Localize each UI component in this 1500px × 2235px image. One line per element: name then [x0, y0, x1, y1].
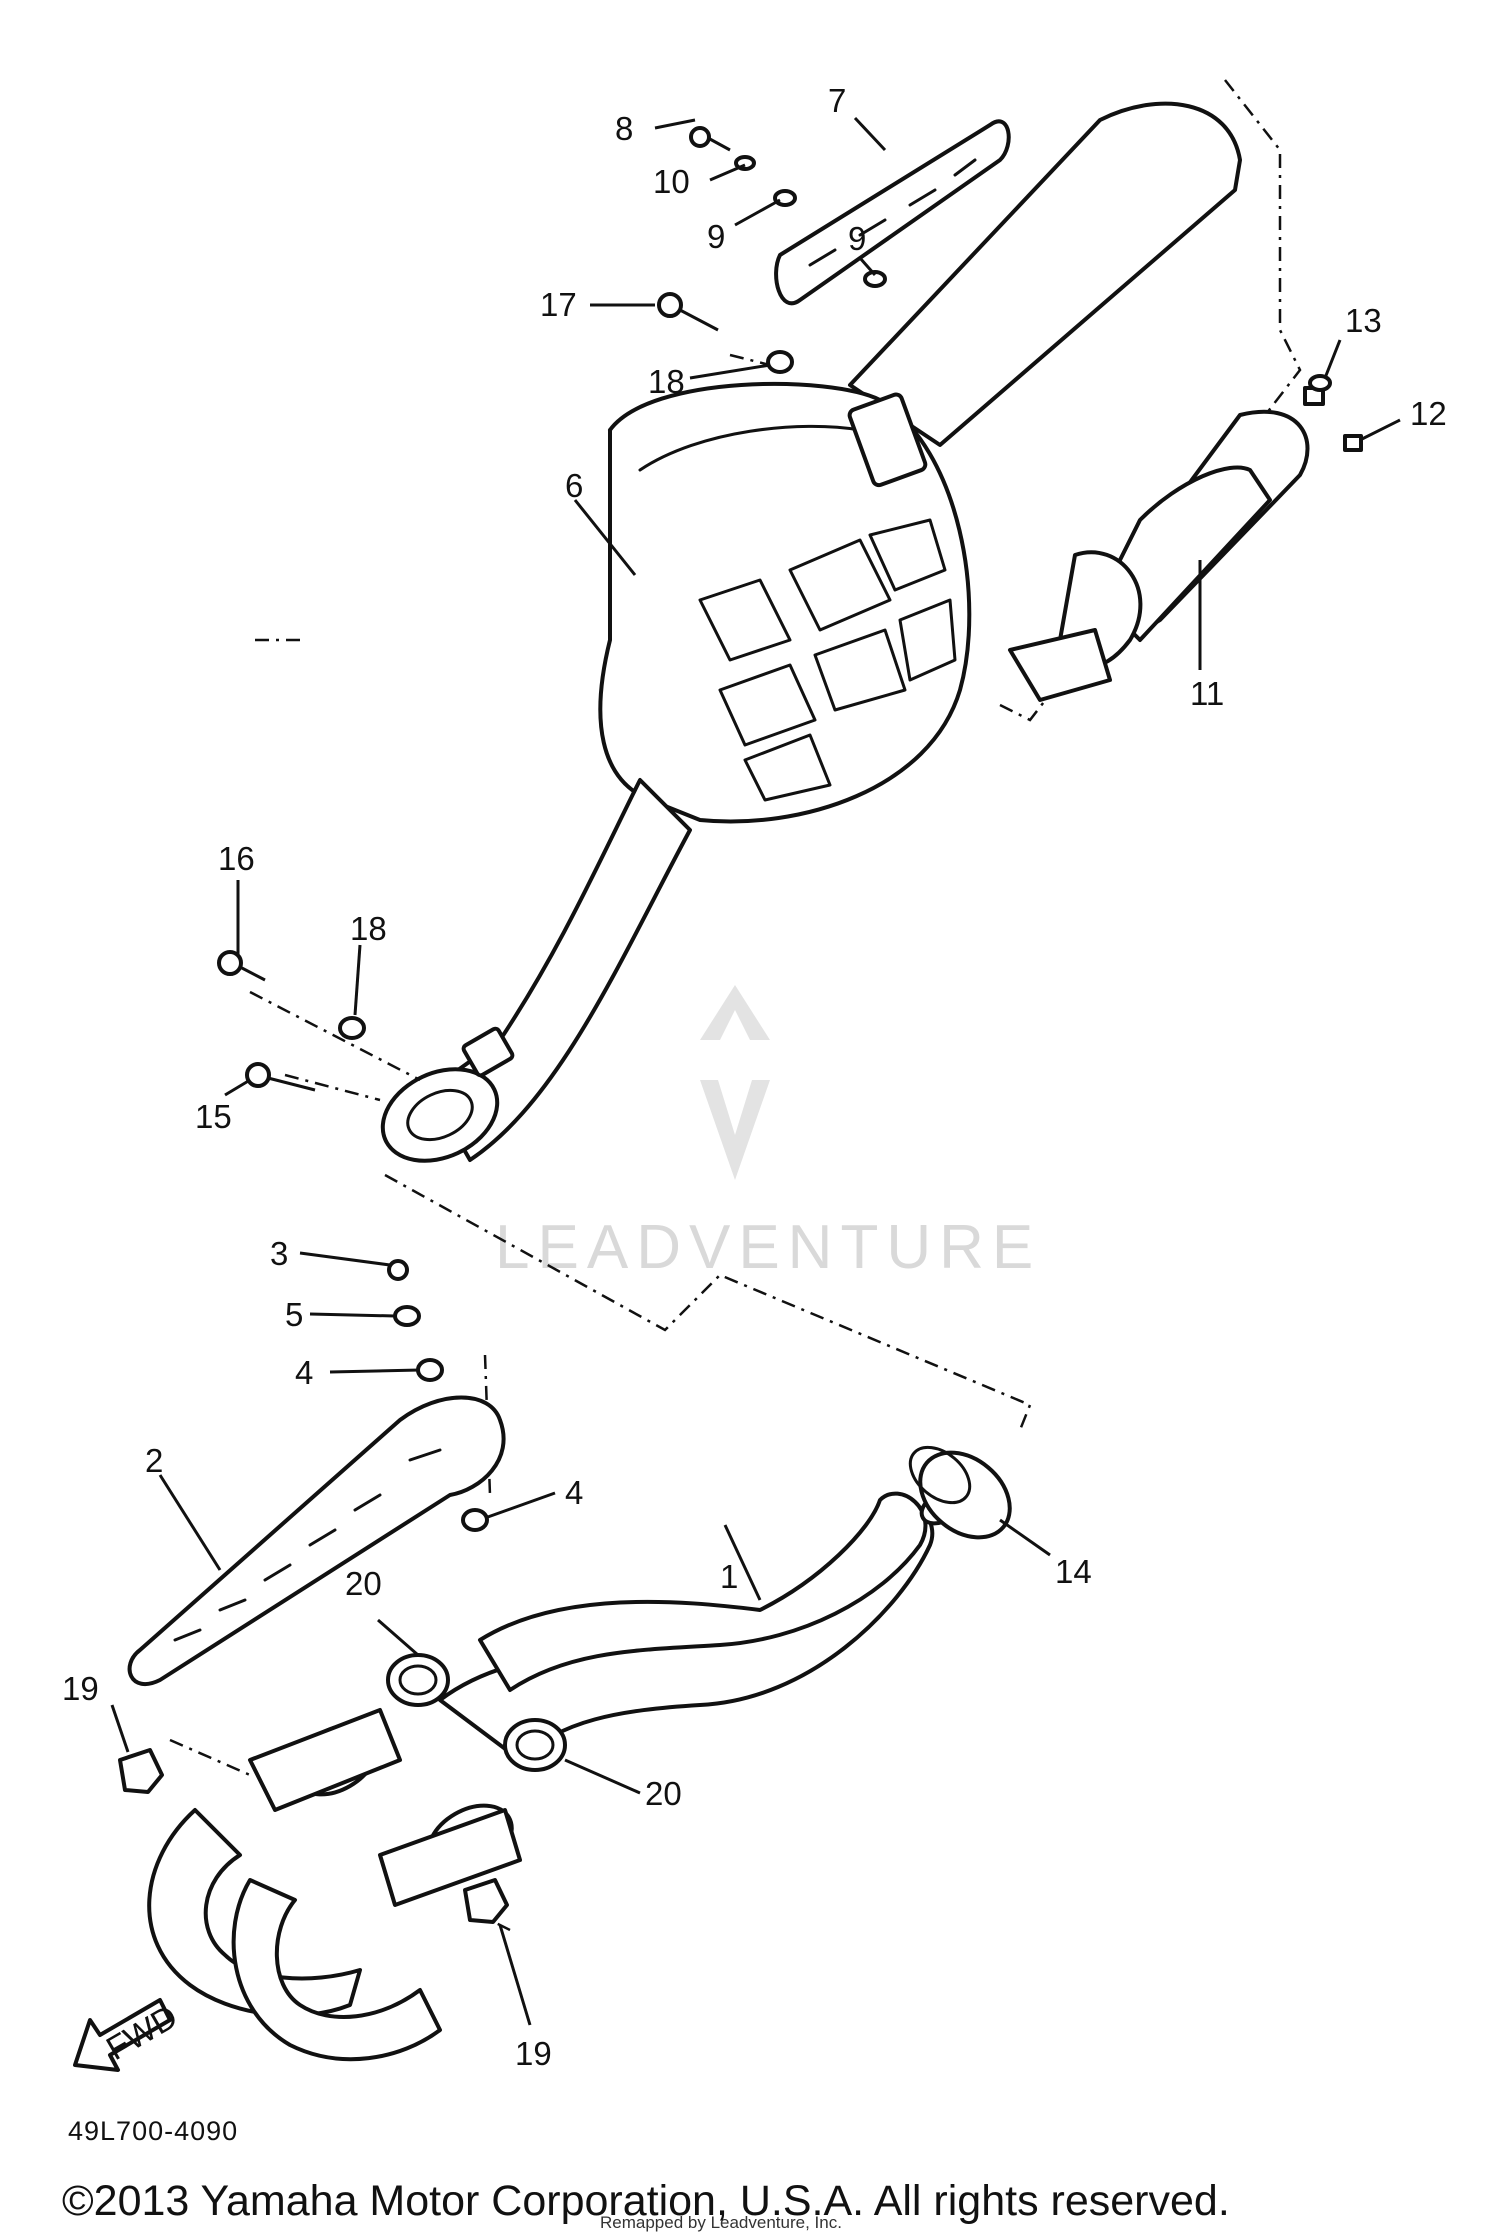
spark-arrester [1008, 409, 1310, 702]
muffler-canister-top [848, 101, 1242, 447]
callout-17: 17 [540, 286, 577, 323]
callout-2: 2 [145, 1442, 163, 1479]
callout-19b: 19 [515, 2035, 552, 2072]
callout-9b: 9 [848, 220, 866, 257]
callout-6: 6 [565, 467, 583, 504]
callout-18a: 18 [648, 363, 685, 400]
callout-1: 1 [720, 1558, 738, 1595]
fasteners [118, 126, 1363, 1924]
muffler [380, 101, 1242, 1163]
exhaust-gasket-lower [503, 1718, 567, 1772]
exhaust-pipe [147, 1488, 965, 2062]
callout-3: 3 [270, 1235, 288, 1272]
callout-11: 11 [1190, 675, 1224, 712]
callout-20a: 20 [345, 1565, 382, 1602]
watermark-text: LEADVENTURE [495, 1213, 1041, 1282]
callouts: 1 2 3 4 4 5 6 7 8 9 9 10 11 12 13 14 15 … [62, 82, 1447, 2072]
muffler-body [598, 381, 972, 824]
callout-16: 16 [218, 840, 255, 877]
muffler-heat-protector [774, 119, 1011, 305]
callout-4b: 4 [565, 1474, 583, 1511]
callout-12: 12 [1410, 395, 1447, 432]
copyright-notice: ©2013 Yamaha Motor Corporation, U.S.A. A… [62, 2177, 1230, 2225]
callout-9a: 9 [707, 218, 725, 255]
remap-overlay-text: Remapped by Leadventure, Inc. [600, 2213, 842, 2232]
callout-13: 13 [1345, 302, 1382, 339]
callout-10: 10 [653, 163, 690, 200]
callout-14: 14 [1055, 1553, 1092, 1590]
muffler-bracket [847, 392, 928, 488]
callout-18b: 18 [350, 910, 387, 947]
callout-19a: 19 [62, 1670, 99, 1707]
callout-4a: 4 [295, 1354, 313, 1391]
callout-20b: 20 [645, 1775, 682, 1812]
leadventure-watermark: LEADVENTURE [495, 985, 1041, 1282]
fwd-label: FWD [100, 1998, 184, 2068]
callout-5: 5 [285, 1296, 303, 1333]
callout-7: 7 [828, 82, 846, 119]
fwd-arrow: FWD [73, 1998, 184, 2072]
exhaust-joint-gasket [918, 1450, 1012, 1540]
leader-lines [110, 116, 1401, 2026]
callout-15: 15 [195, 1098, 232, 1135]
assembly-bracket-line-top [1224, 79, 1282, 330]
callout-8: 8 [615, 110, 633, 147]
exhaust-gasket-upper [386, 1653, 450, 1707]
diagram-reference-code: 49L700-4090 [68, 2116, 238, 2146]
muffler-inlet-flange [380, 1067, 500, 1163]
